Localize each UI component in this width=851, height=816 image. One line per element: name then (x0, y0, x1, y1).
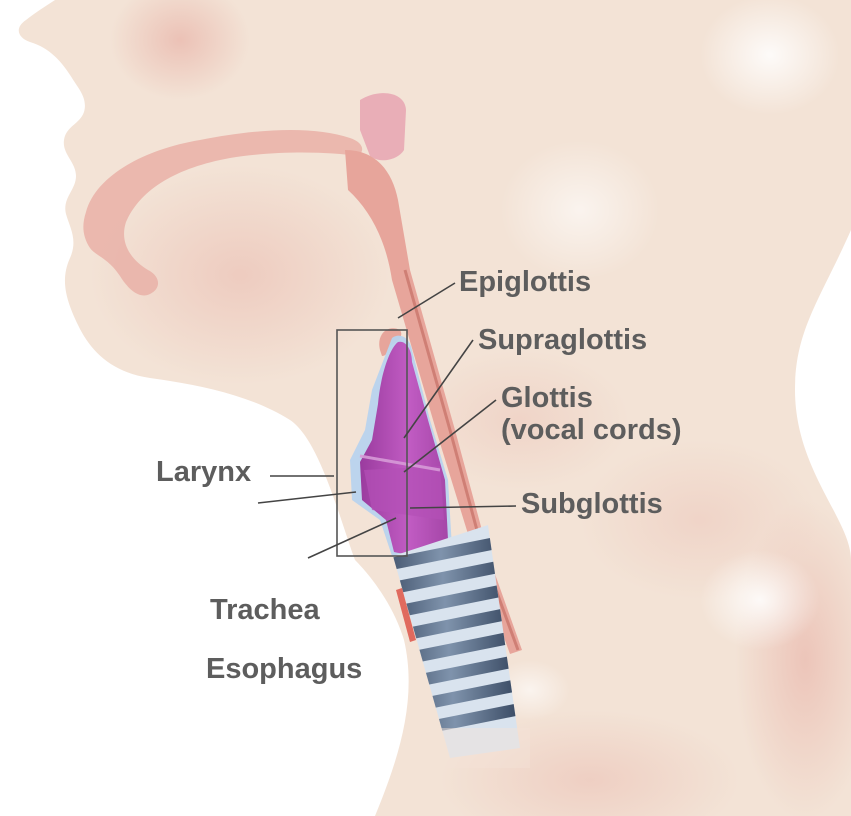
label-glottis-line2: (vocal cords) (501, 414, 682, 446)
label-esophagus: Esophagus (206, 653, 362, 685)
label-larynx: Larynx (156, 456, 251, 488)
label-subglottis: Subglottis (521, 488, 663, 520)
label-trachea: Trachea (210, 594, 320, 626)
label-glottis-line1: Glottis (501, 382, 682, 414)
label-supraglottis: Supraglottis (478, 324, 647, 356)
label-glottis: Glottis (vocal cords) (501, 382, 682, 447)
label-epiglottis: Epiglottis (459, 266, 591, 298)
